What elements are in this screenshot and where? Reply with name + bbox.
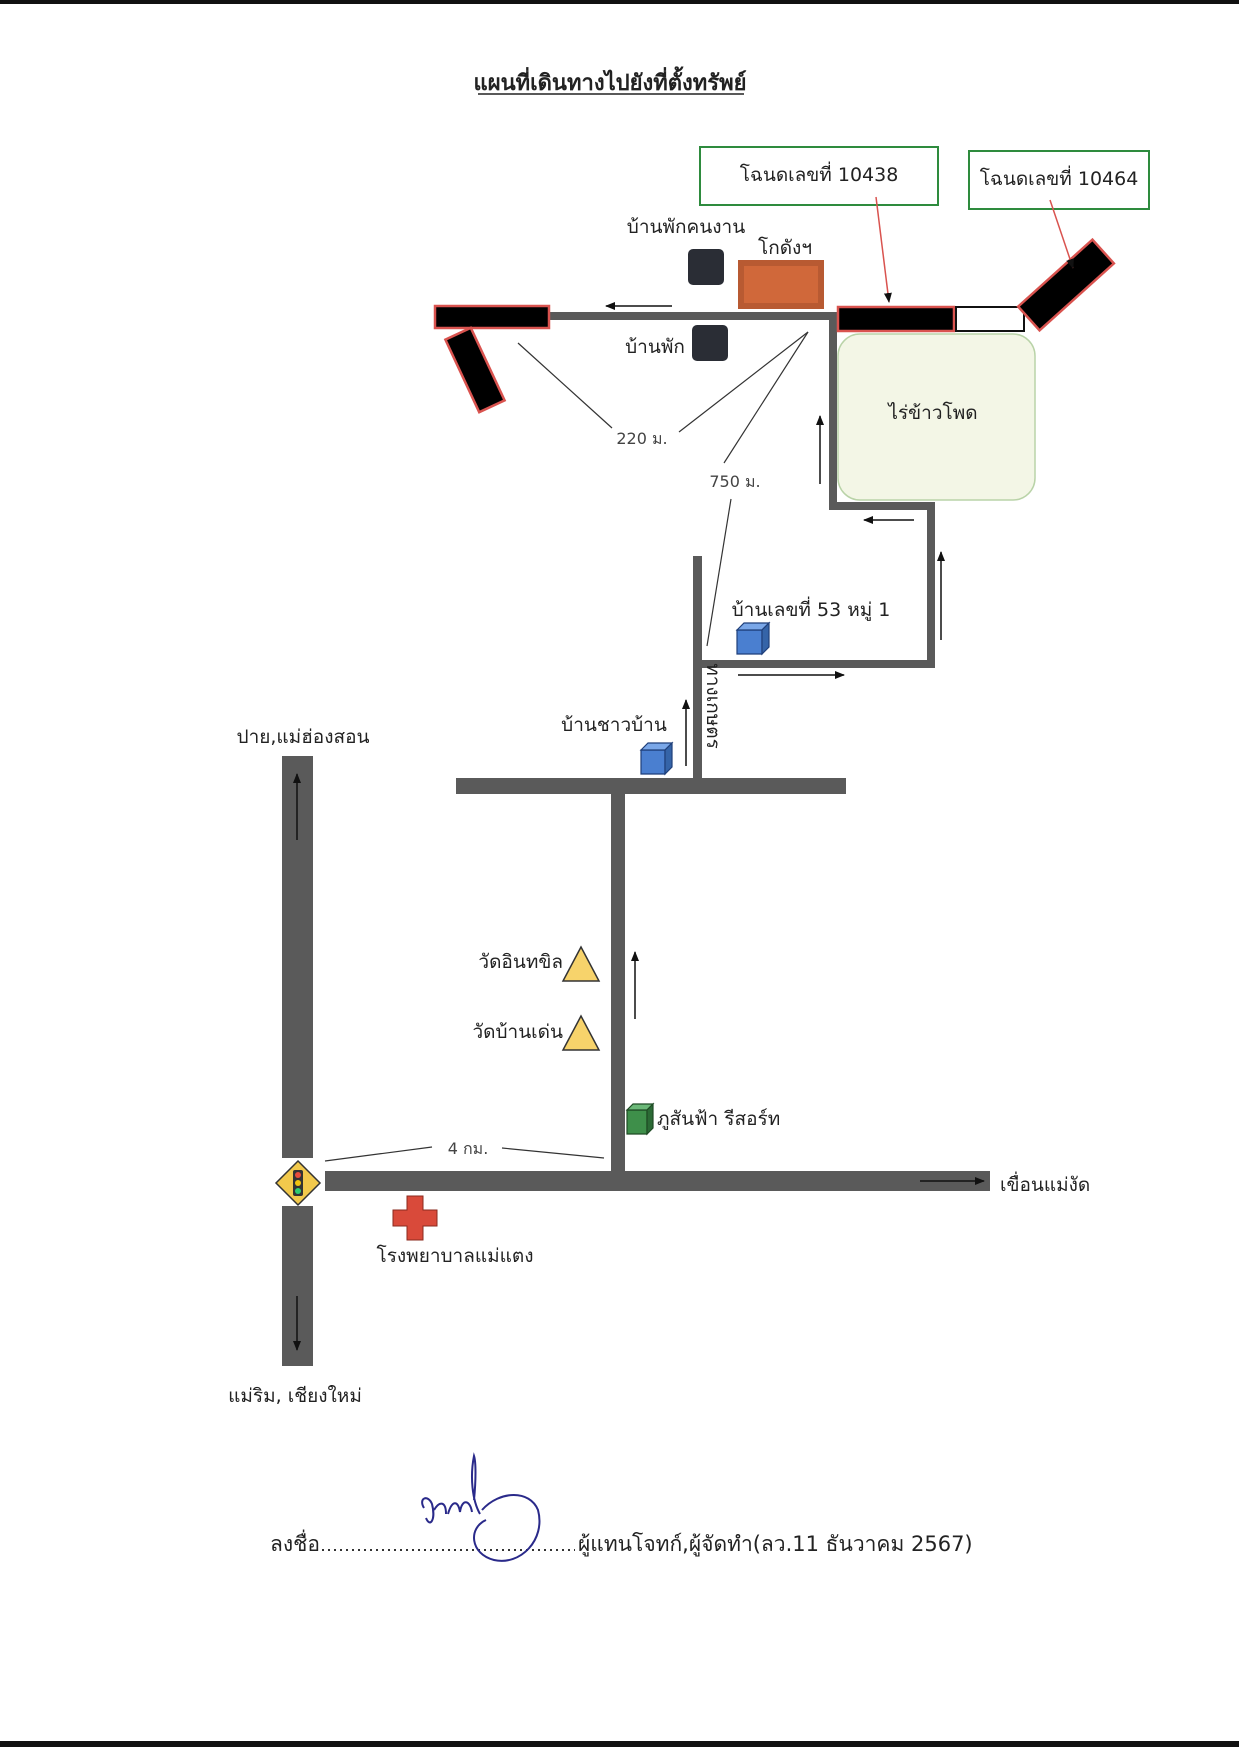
residence-icon xyxy=(692,325,728,361)
signature-prefix: ลงชื่อ xyxy=(270,1529,320,1556)
farm-road-label: ทางเกษตร xyxy=(702,663,724,749)
residence-label: บ้านพัก xyxy=(625,336,685,358)
scan-top-edge xyxy=(0,0,1239,4)
distance-4km-label: 4 กม. xyxy=(448,1139,489,1158)
road-to-dam xyxy=(325,1171,990,1191)
north-destination-label: ปาย,แม่ฮ่องสอน xyxy=(237,726,370,748)
signature-suffix: ผู้แทนโจทก์,ผู้จัดทำ(ลว.11 ธันวาคม 2567) xyxy=(578,1532,973,1557)
house-cube-icon xyxy=(625,1102,655,1136)
deed-box-10438 xyxy=(699,146,939,206)
plot-west-a xyxy=(433,304,551,330)
loop-road-top xyxy=(829,502,935,510)
distance-750-label: 750 ม. xyxy=(709,472,760,491)
corn-field xyxy=(837,333,1036,501)
d750-line-bottom xyxy=(706,498,732,647)
loop-road-bottom xyxy=(700,660,935,668)
workers-house-icon xyxy=(688,249,724,285)
road-cross xyxy=(456,778,846,794)
dam-label: เขื่อนแม่งัด xyxy=(1000,1171,1090,1196)
signature-scribble xyxy=(421,1452,541,1562)
distance-lines: 220 ม. 750 ม. 4 กม. xyxy=(324,331,809,1162)
land-plots xyxy=(433,237,1116,414)
plot-west-b xyxy=(443,326,507,414)
plot-10438 xyxy=(836,305,956,333)
access-road xyxy=(829,312,837,510)
deed-label-10464: โฉนดเลขที่ 10464 xyxy=(980,165,1139,190)
village-house-label: บ้านชาวบ้าน xyxy=(561,714,667,736)
hospital-cross-icon xyxy=(392,1195,438,1241)
plot-10464 xyxy=(1016,237,1116,333)
traffic-light-icon xyxy=(274,1159,322,1207)
south-destination-label: แม่ริม, เชียงใหม่ xyxy=(228,1385,362,1407)
d220-line-right xyxy=(678,331,809,433)
plot-gap xyxy=(955,306,1025,332)
loop-road-right xyxy=(927,502,935,668)
workers-house-label: บ้านพักคนงาน xyxy=(627,216,745,238)
d4km-line-right xyxy=(501,1147,605,1159)
wat-ban-den-label: วัดบ้านเด่น xyxy=(472,1021,563,1043)
house-53-label: บ้านเลขที่ 53 หมู่ 1 xyxy=(732,596,891,621)
house-cube-icon xyxy=(639,741,674,776)
d4km-line-left xyxy=(324,1146,433,1162)
deed-pointer-10438 xyxy=(875,196,892,303)
farm-road xyxy=(693,556,702,780)
d750-line-top xyxy=(723,331,809,464)
map-title: แผนที่เดินทางไปยังที่ตั้งทรัพย์ xyxy=(474,66,747,96)
corn-field-label: ไร่ข้าวโพด xyxy=(886,401,977,424)
top-road xyxy=(545,312,837,320)
scan-bottom-edge xyxy=(0,1741,1239,1747)
d220-line-left xyxy=(517,342,613,429)
distance-220-label: 220 ม. xyxy=(616,429,667,448)
resort-label: ภูสันฟ้า รีสอร์ท xyxy=(657,1108,780,1130)
deed-label-10438: โฉนดเลขที่ 10438 xyxy=(740,161,899,186)
wat-inthakhin-label: วัดอินทขิล xyxy=(478,951,563,973)
temple-triangle-icon xyxy=(561,945,601,982)
temple-triangle-icon xyxy=(561,1014,601,1051)
warehouse-label: โกดังฯ xyxy=(758,236,812,259)
warehouse-roof xyxy=(744,266,818,303)
hospital-label: โรงพยาบาลแม่แตง xyxy=(376,1244,533,1267)
deed-pointer-10464 xyxy=(1049,199,1074,269)
house-cube-icon xyxy=(735,621,771,656)
road-north xyxy=(611,790,625,1171)
deed-box-10464 xyxy=(968,150,1150,210)
direction-arrows xyxy=(293,302,985,1351)
